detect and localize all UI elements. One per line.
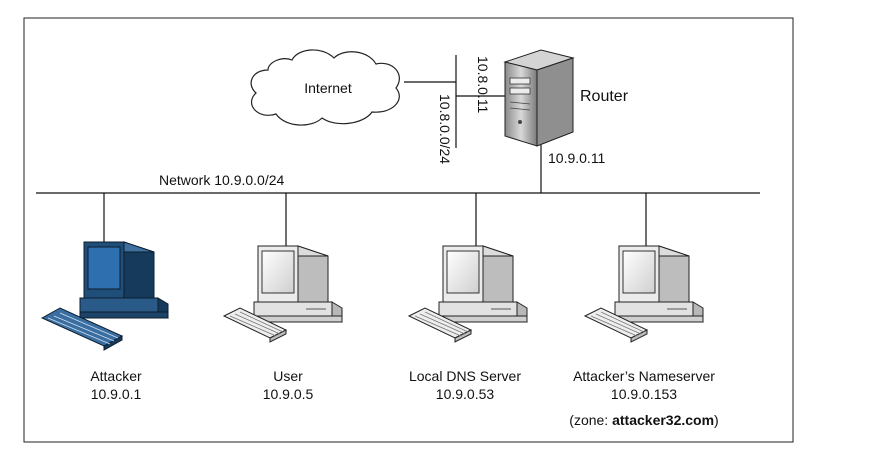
- nameserver-name: Attacker’s Nameserver: [573, 368, 715, 384]
- network-label: Network 10.9.0.0/24: [159, 172, 285, 188]
- user-name: User: [273, 368, 303, 384]
- router-external-subnet: 10.8.0.0/24: [437, 94, 453, 164]
- dns-server-name: Local DNS Server: [409, 368, 521, 384]
- zone-domain: attacker32.com: [612, 412, 714, 428]
- router-external-ip: 10.8.0.11: [475, 56, 491, 114]
- router-internal-ip: 10.9.0.11: [548, 150, 606, 166]
- cloud-icon: [250, 49, 400, 126]
- internet-label: Internet: [304, 80, 352, 96]
- diagram-frame: [23, 17, 794, 443]
- zone-suffix: ): [714, 412, 719, 428]
- nameserver-ip: 10.9.0.153: [611, 386, 677, 402]
- dns-server-ip: 10.9.0.53: [436, 386, 495, 402]
- dns-server-computer-icon: [408, 245, 528, 343]
- router-label: Router: [580, 88, 629, 105]
- attacker-computer-icon: [41, 241, 169, 351]
- user-computer-icon: [223, 245, 343, 343]
- nameserver-computer-icon: [584, 245, 704, 343]
- user-ip: 10.9.0.5: [263, 386, 314, 402]
- router-icon: [503, 49, 575, 147]
- zone-label: (zone: attacker32.com): [569, 412, 718, 428]
- attacker-ip: 10.9.0.1: [91, 386, 142, 402]
- attacker-name: Attacker: [90, 368, 142, 384]
- zone-prefix: (zone:: [569, 412, 612, 428]
